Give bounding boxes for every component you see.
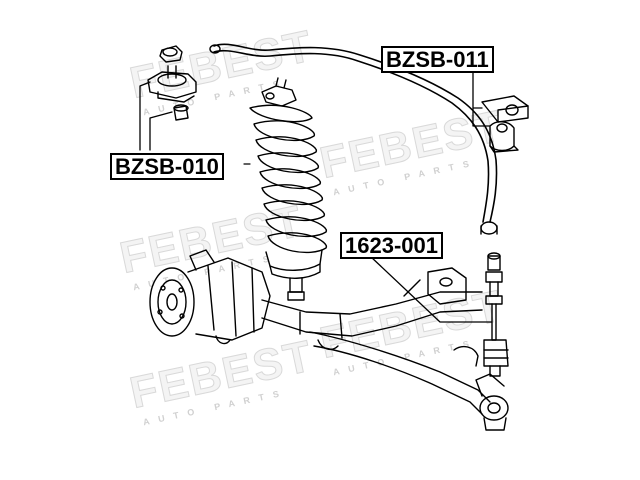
bzsb-010-mount-part	[147, 45, 197, 121]
rear-axle-assembly	[149, 249, 483, 351]
coil-spring-assembly	[249, 77, 327, 301]
stabilizer-link-part	[483, 252, 509, 377]
part-label-bzsb-011[interactable]: BZSB-011	[381, 46, 494, 74]
part-label-1623-001[interactable]: 1623-001	[340, 232, 443, 260]
leader-line-bzsb-011	[472, 69, 491, 127]
leader-line-1623-001	[369, 255, 493, 323]
part-label-bzsb-010[interactable]: BZSB-010	[110, 153, 224, 181]
lower-control-arm	[309, 331, 509, 431]
leader-line-bzsb-010	[139, 81, 173, 151]
bzsb-011-bushing-part	[481, 95, 529, 153]
